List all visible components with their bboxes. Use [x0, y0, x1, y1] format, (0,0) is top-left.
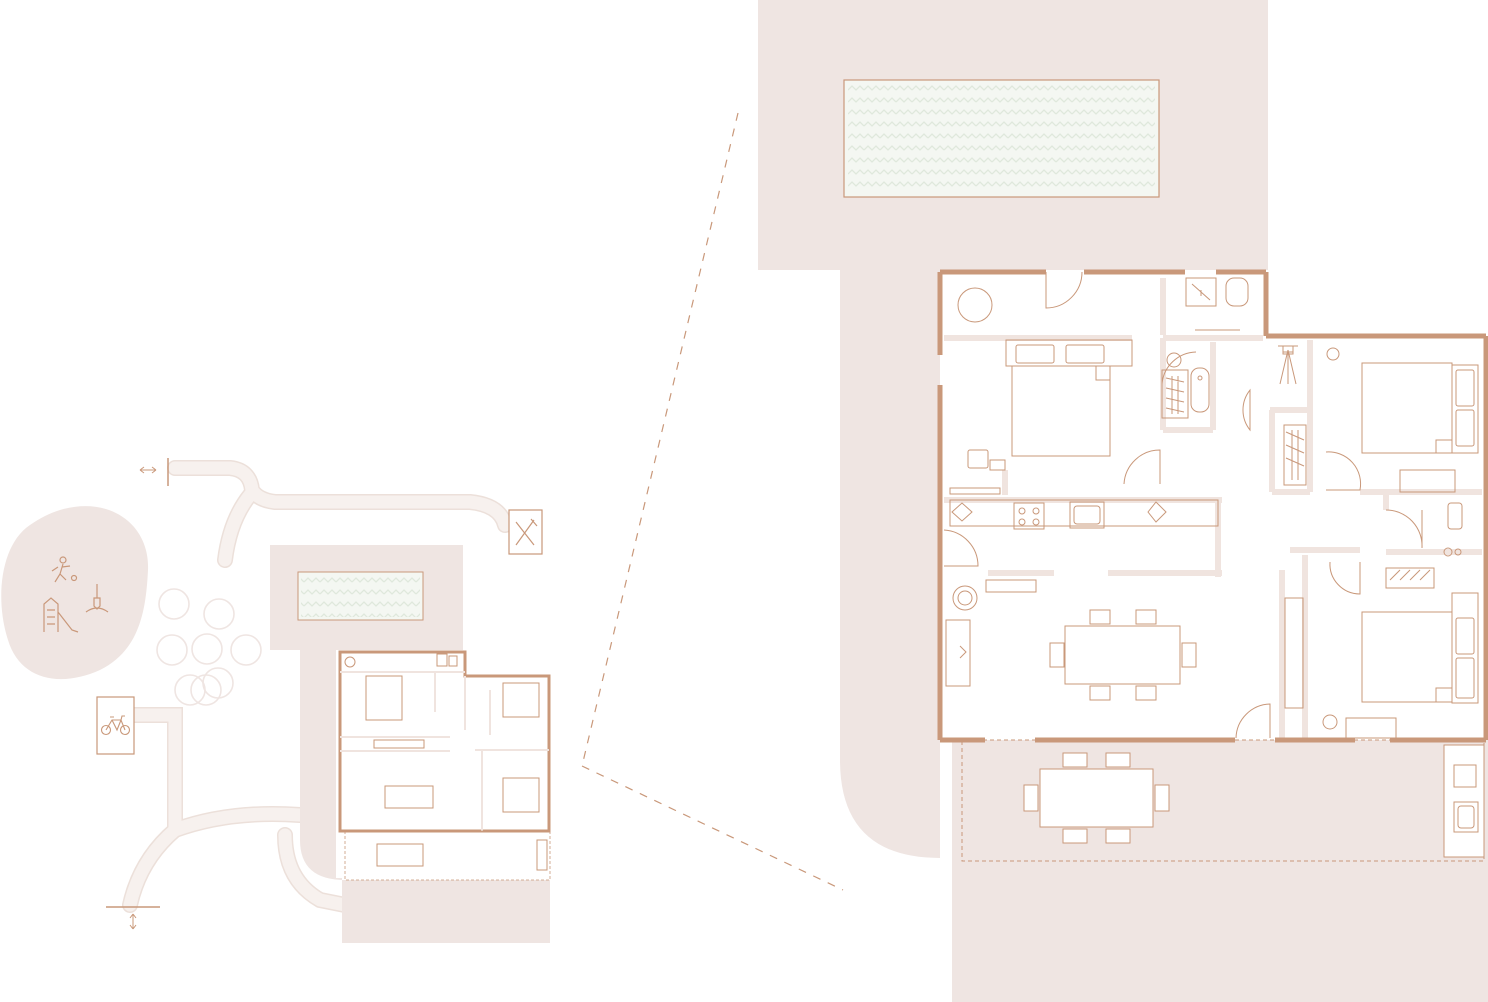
bathroom-2 [1161, 352, 1210, 419]
house-plot [270, 545, 550, 943]
bike-parking-sign [96, 696, 135, 755]
garden-paths [122, 460, 513, 913]
bedroom-2 [1361, 362, 1479, 493]
ensuite-bath [1385, 502, 1463, 589]
round-table [957, 287, 993, 323]
site-overview [1, 458, 551, 943]
football-player-icon [51, 556, 78, 583]
bedroom-3 [1284, 592, 1479, 739]
exterior-walls [937, 269, 1488, 743]
garden-trees [156, 588, 262, 706]
restaurant-sign [508, 509, 543, 555]
house-floor [940, 272, 1486, 740]
bottom-entrance [106, 906, 160, 930]
laundry [1278, 345, 1340, 486]
cutlery-icon [515, 518, 538, 546]
kitchen [949, 499, 1219, 530]
house-thumbnail [338, 650, 551, 881]
bathroom-1 [1185, 277, 1249, 331]
bedroom-1 [949, 339, 1133, 495]
swimming-pool [843, 79, 1160, 198]
zoom-indicator-lines [581, 112, 844, 891]
doors [943, 271, 1423, 739]
bicycle-icon [100, 715, 131, 736]
double-arrow-horizontal-icon [139, 466, 157, 474]
top-entrance [139, 458, 169, 486]
living-dining [945, 579, 1197, 701]
double-arrow-vertical-icon [129, 913, 137, 930]
detailed-floor-plan [758, 0, 1488, 1002]
playground-area [1, 506, 149, 680]
terrace-dining [1023, 752, 1170, 844]
slide-icon [43, 597, 79, 633]
shovel-icon [85, 584, 109, 613]
indoor-dining-chairs [1049, 609, 1197, 701]
